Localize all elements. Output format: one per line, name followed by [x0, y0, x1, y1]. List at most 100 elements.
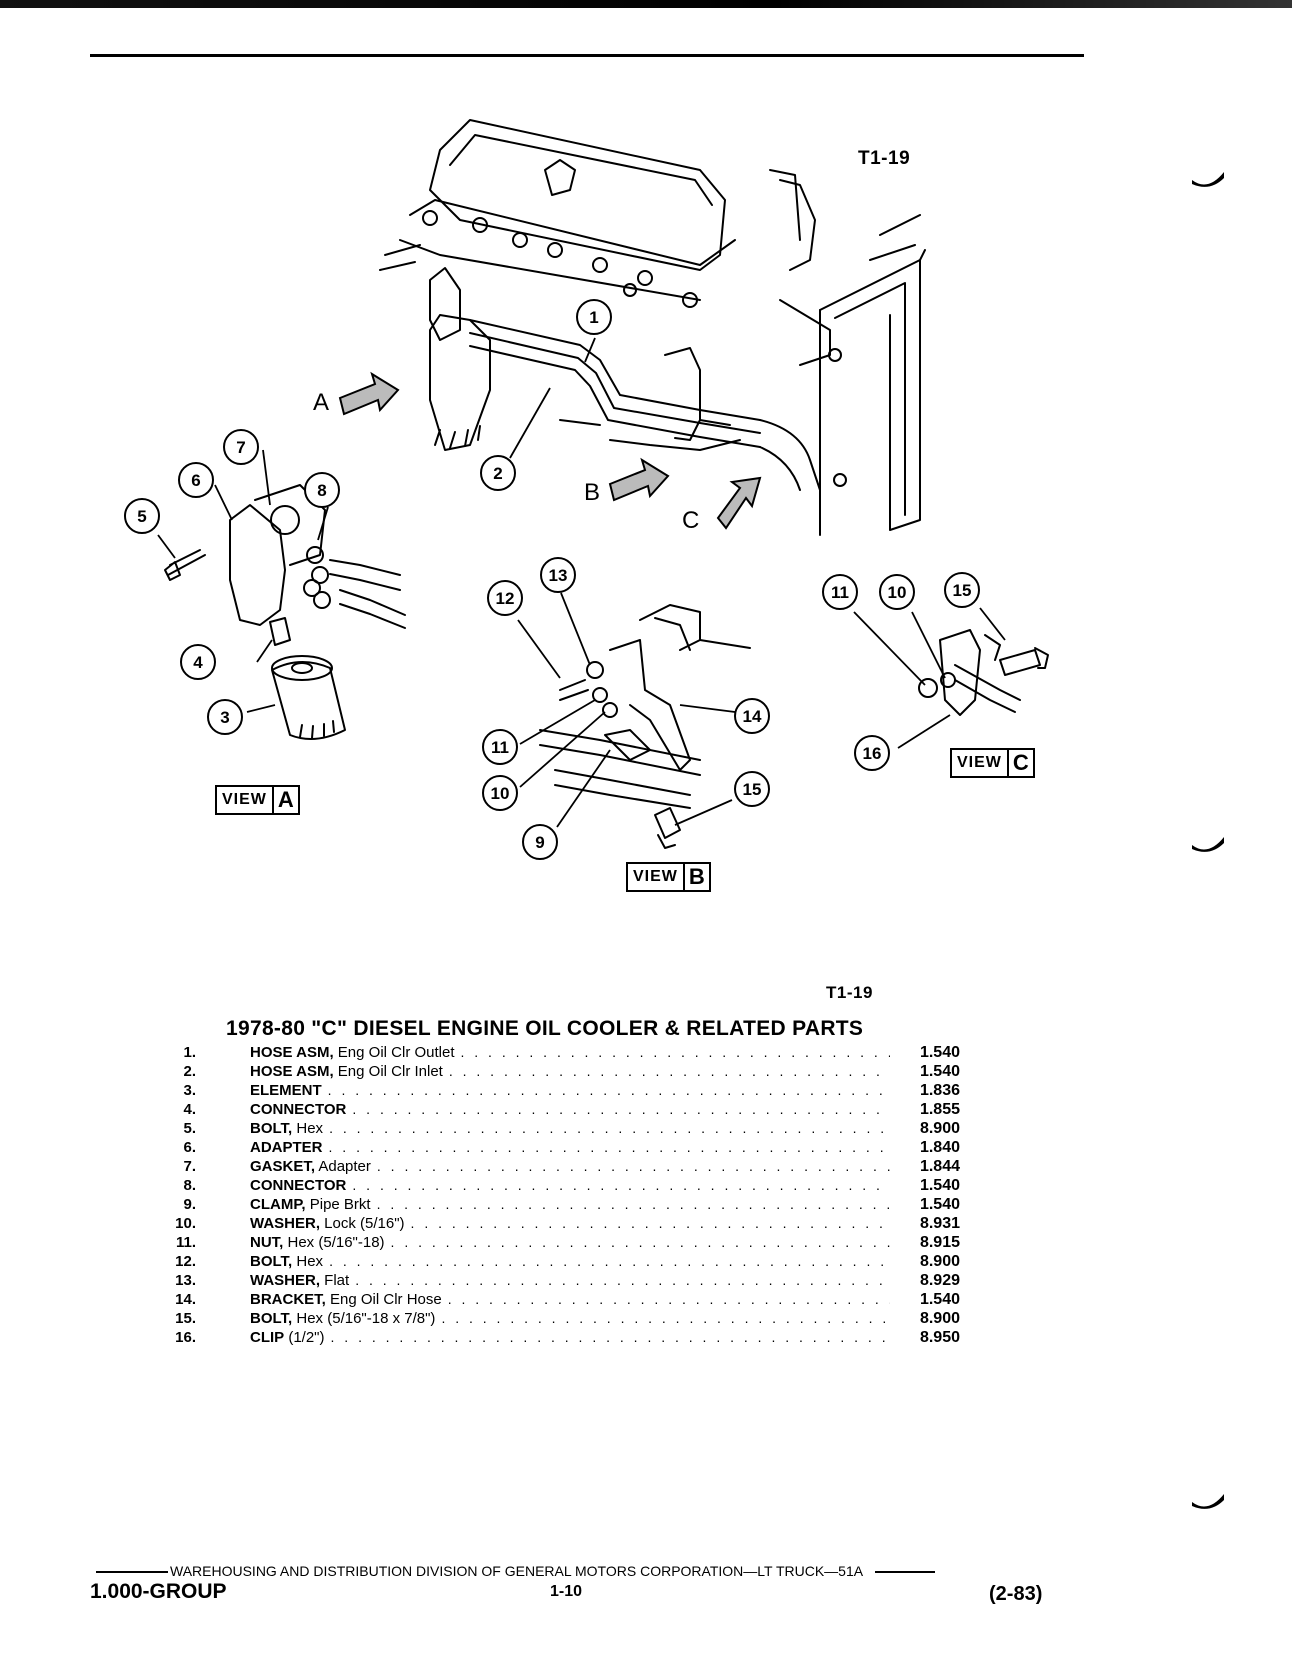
- part-name: BRACKET,: [250, 1291, 326, 1308]
- part-number: 13.: [175, 1272, 196, 1289]
- parts-row: 6.ADAPTER1.840: [160, 1138, 960, 1157]
- part-number: 7.: [183, 1158, 196, 1175]
- part-number: 2.: [183, 1063, 196, 1080]
- bracket-14: [609, 639, 691, 771]
- part-name: WASHER,: [250, 1272, 321, 1289]
- footer-division-text: WAREHOUSING AND DISTRIBUTION DIVISION OF…: [170, 1563, 864, 1579]
- leader-dots: [391, 1233, 890, 1252]
- parts-row: 3. ELEMENT 1.836: [160, 1081, 960, 1100]
- part-detail: Hex: [292, 1253, 324, 1270]
- part-detail: Hex: [292, 1120, 324, 1137]
- callout-9: 9: [535, 833, 544, 852]
- leader-dots: [441, 1309, 890, 1328]
- arrow-c: [716, 476, 762, 530]
- view-letter: A: [271, 787, 298, 813]
- part-group-number: 8.915: [919, 1234, 960, 1251]
- part-number: 14.: [175, 1291, 196, 1308]
- part-name: HOSE ASM,: [250, 1044, 334, 1061]
- parts-row: 4.CONNECTOR1.855: [160, 1100, 960, 1119]
- callout-15-c: 15: [953, 581, 972, 600]
- clip-16: [939, 629, 981, 716]
- footer-group: 1.000-GROUP: [90, 1580, 227, 1603]
- part-number: 11.: [175, 1234, 196, 1251]
- part-group-number: 8.900: [919, 1253, 960, 1270]
- view-word: VIEW: [633, 868, 678, 885]
- callout-4: 4: [193, 653, 203, 672]
- leader-dots: [329, 1252, 890, 1271]
- part-description: WASHER, Lock (5/16"): [250, 1214, 405, 1233]
- view-a-label: VIEW A: [215, 785, 300, 815]
- footer-division-line: WAREHOUSING AND DISTRIBUTION DIVISION OF…: [96, 1563, 936, 1579]
- figure-code-top: T1-19: [858, 148, 911, 169]
- callout-5: 5: [137, 507, 146, 526]
- connector-4: [269, 617, 291, 646]
- clamp-9: [604, 729, 651, 761]
- part-number: 3.: [183, 1082, 196, 1099]
- part-name: BOLT,: [250, 1310, 293, 1327]
- part-description: BOLT, Hex: [250, 1119, 323, 1138]
- part-description: ELEMENT: [250, 1081, 322, 1100]
- callout-16: 16: [863, 744, 882, 763]
- footer-date: (2-83): [989, 1583, 1043, 1605]
- leader-dots: [331, 1328, 890, 1347]
- part-group-number: 8.900: [919, 1120, 960, 1137]
- part-number: 15.: [175, 1310, 196, 1327]
- leader-dots: [352, 1176, 890, 1195]
- part-number: 8.: [183, 1177, 196, 1194]
- parts-row: 2.HOSE ASM, Eng Oil Clr Inlet1.540: [160, 1062, 960, 1081]
- page-top-border: [0, 0, 1292, 8]
- part-detail: Hex (5/16"-18 x 7/8"): [292, 1310, 436, 1327]
- part-description: CONNECTOR: [250, 1100, 346, 1119]
- part-detail: Eng Oil Clr Inlet: [333, 1063, 443, 1080]
- parts-row: 1.HOSE ASM, Eng Oil Clr Outlet1.540: [160, 1043, 960, 1062]
- callout-14: 14: [743, 707, 762, 726]
- part-detail: Lock (5/16"): [320, 1215, 405, 1232]
- part-group-number: 1.844: [919, 1158, 960, 1175]
- arrow-a: [338, 371, 400, 416]
- radiator: [819, 259, 921, 531]
- leader-dots: [329, 1138, 890, 1157]
- part-detail: Eng Oil Clr Outlet: [333, 1044, 455, 1061]
- part-number: 6.: [183, 1139, 196, 1156]
- part-description: CLIP (1/2"): [250, 1328, 325, 1347]
- binder-hole-mark: [1192, 1494, 1224, 1509]
- part-description: CLAMP, Pipe Brkt: [250, 1195, 371, 1214]
- bolt-15b: [654, 807, 681, 839]
- callout-10-c: 10: [888, 583, 907, 602]
- part-group-number: 1.540: [919, 1291, 960, 1308]
- arrow-b-label: B: [584, 479, 600, 506]
- arrow-b: [608, 457, 670, 502]
- part-detail: Adapter: [315, 1158, 371, 1175]
- part-number: 10.: [175, 1215, 196, 1232]
- leader-dots: [377, 1195, 890, 1214]
- parts-row: 5. BOLT, Hex 8.900: [160, 1119, 960, 1138]
- part-description: NUT, Hex (5/16"-18): [250, 1233, 385, 1252]
- callout-10: 10: [491, 784, 510, 803]
- part-group-number: 1.540: [919, 1063, 960, 1080]
- part-description: CONNECTOR: [250, 1176, 346, 1195]
- leader-dots: [328, 1081, 890, 1100]
- arrow-c-label: C: [682, 507, 699, 534]
- part-group-number: 1.836: [919, 1082, 960, 1099]
- part-detail: (1/2"): [284, 1329, 325, 1346]
- leader-dots: [352, 1100, 890, 1119]
- engine-oil-cooler-illustration: A B C: [124, 119, 1049, 860]
- part-number: 5.: [183, 1120, 196, 1137]
- bolt-15c: [999, 649, 1041, 676]
- part-name: CONNECTOR: [250, 1177, 347, 1194]
- part-description: HOSE ASM, Eng Oil Clr Outlet: [250, 1043, 455, 1062]
- callout-8: 8: [317, 481, 326, 500]
- callout-6: 6: [191, 471, 200, 490]
- part-name: CONNECTOR: [250, 1101, 347, 1118]
- part-name: CLAMP,: [250, 1196, 306, 1213]
- header-rule: [90, 54, 1084, 57]
- view-word: VIEW: [222, 791, 267, 808]
- part-detail: Flat: [320, 1272, 350, 1289]
- part-description: BRACKET, Eng Oil Clr Hose: [250, 1290, 442, 1309]
- binder-hole-mark: [1192, 837, 1224, 852]
- parts-row: 13.WASHER, Flat8.929: [160, 1271, 960, 1290]
- part-group-number: 1.540: [919, 1177, 960, 1194]
- parts-row: 15.BOLT, Hex (5/16"-18 x 7/8")8.900: [160, 1309, 960, 1328]
- parts-row: 8. CONNECTOR 1.540: [160, 1176, 960, 1195]
